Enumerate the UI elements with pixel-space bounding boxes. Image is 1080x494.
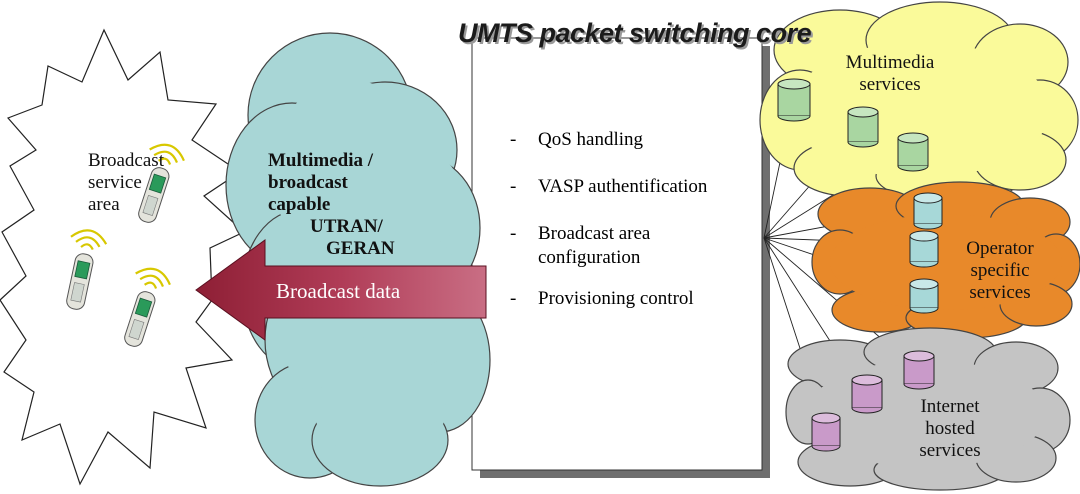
- core-box: [471, 37, 763, 471]
- operator-services-label: Operator specific services: [950, 238, 1050, 304]
- broadcast-data-arrow: [195, 239, 487, 341]
- broadcast-area-line2: service: [88, 172, 142, 193]
- internet-line3: services: [919, 440, 981, 461]
- diagram-title: UMTS packet switching core: [458, 18, 812, 48]
- operator-line1: Operator: [966, 238, 1034, 259]
- broadcast-data-label: Broadcast data: [276, 279, 401, 303]
- ran-line2: broadcast: [268, 172, 348, 193]
- ran-line1: Multimedia /: [268, 150, 374, 171]
- broadcast-area-label: Broadcast service area: [88, 150, 164, 216]
- database-icon: [909, 278, 939, 314]
- multimedia-services-label: Multimedia services: [830, 52, 950, 96]
- ran-line3: capable: [268, 194, 331, 215]
- core-function-item: -VASP authentification: [510, 176, 708, 197]
- operator-services-cloud: [811, 181, 1080, 339]
- ran-label: Multimedia / broadcast capable UTRAN/ GE…: [268, 150, 395, 260]
- broadcast-area-line1: Broadcast: [88, 150, 164, 171]
- core-function-text: QoS handling: [538, 129, 644, 150]
- operator-line3: services: [969, 282, 1031, 303]
- core-function-text: Provisioning control: [538, 288, 694, 309]
- core-function-item: -QoS handling: [510, 129, 644, 150]
- multimedia-line1: Multimedia: [845, 52, 935, 73]
- core-functions-list: -QoS handling -VASP authentification -Br…: [510, 128, 760, 334]
- database-icons: [777, 78, 943, 452]
- core-function-item: -Broadcast area configuration: [510, 222, 760, 270]
- internet-line1: Internet: [920, 396, 980, 417]
- database-icon: [903, 350, 935, 390]
- internet-line2: hosted: [925, 418, 975, 439]
- multimedia-line2: services: [859, 74, 921, 95]
- broadcast-service-area-starburst: [0, 28, 246, 486]
- core-function-text: VASP authentification: [538, 176, 708, 197]
- core-function-item: -Provisioning control: [510, 288, 694, 309]
- mobile-phone-icon: [124, 267, 171, 347]
- mobile-phone-icon: [66, 229, 108, 310]
- ran-line4: UTRAN/: [310, 216, 383, 237]
- database-icon: [851, 374, 883, 414]
- database-icon: [897, 132, 929, 172]
- database-icon: [777, 78, 811, 122]
- broadcast-area-line3: area: [88, 194, 120, 215]
- mobile-phone-icon: [138, 143, 185, 223]
- operator-line2: specific: [970, 260, 1030, 281]
- database-icon: [913, 192, 943, 230]
- database-icon: [909, 230, 939, 268]
- internet-services-label: Internet hosted services: [900, 396, 1000, 462]
- database-icon: [811, 412, 841, 452]
- database-icon: [847, 106, 879, 148]
- core-function-text: Broadcast area configuration: [538, 223, 651, 268]
- ran-line5: GERAN: [326, 238, 395, 259]
